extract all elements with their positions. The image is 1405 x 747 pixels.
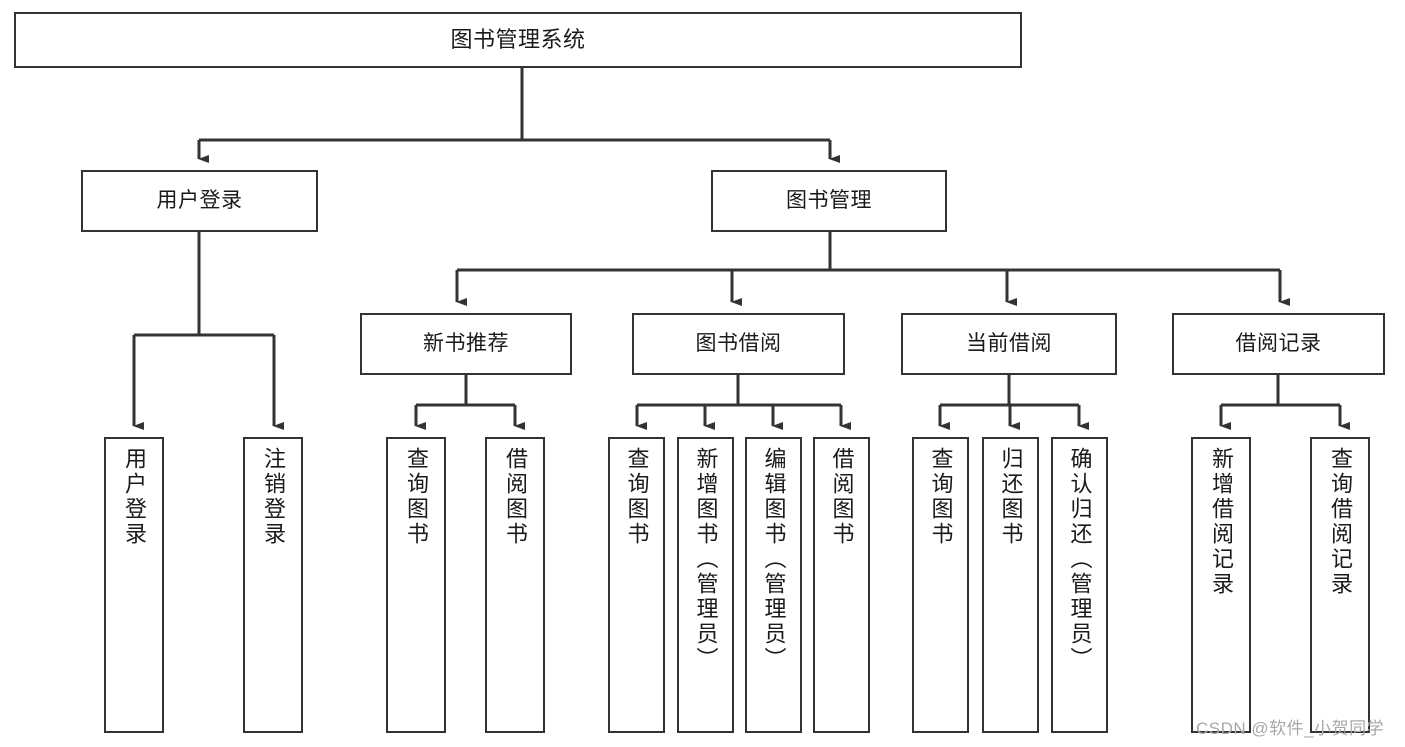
node-borrow-record-label: 借阅记录 [1235, 331, 1322, 355]
node-leaf-add-record-label: 新增借阅记录 [1209, 447, 1234, 597]
node-leaf-logout-label: 注销登录 [261, 447, 286, 547]
node-leaf-edit-book[interactable]: 编辑图书（管理员） [745, 437, 802, 733]
node-leaf-query-book-3[interactable]: 查询图书 [912, 437, 969, 733]
node-user-login[interactable]: 用户登录 [81, 170, 318, 232]
node-leaf-query-book-1-label: 查询图书 [404, 447, 429, 547]
node-book-borrow-label: 图书借阅 [695, 331, 782, 355]
node-leaf-edit-book-label: 编辑图书（管理员） [761, 447, 787, 672]
node-leaf-confirm-return[interactable]: 确认归还（管理员） [1051, 437, 1108, 733]
node-leaf-query-book-1[interactable]: 查询图书 [386, 437, 446, 733]
node-book-manage[interactable]: 图书管理 [711, 170, 947, 232]
node-book-manage-label: 图书管理 [786, 188, 872, 212]
node-leaf-add-record[interactable]: 新增借阅记录 [1191, 437, 1251, 733]
node-leaf-borrow-book-2-label: 借阅图书 [829, 447, 855, 547]
node-current-borrow[interactable]: 当前借阅 [901, 313, 1117, 375]
node-root[interactable]: 图书管理系统 [14, 12, 1022, 68]
node-leaf-query-record-label: 查询借阅记录 [1328, 447, 1353, 597]
node-leaf-query-book-3-label: 查询图书 [928, 447, 954, 547]
node-root-label: 图书管理系统 [450, 27, 586, 53]
node-leaf-query-book-2-label: 查询图书 [624, 447, 650, 547]
node-borrow-record[interactable]: 借阅记录 [1172, 313, 1385, 375]
node-leaf-user-login-label: 用户登录 [122, 447, 147, 547]
node-leaf-query-book-2[interactable]: 查询图书 [608, 437, 665, 733]
node-leaf-query-record[interactable]: 查询借阅记录 [1310, 437, 1370, 733]
node-new-book-rec[interactable]: 新书推荐 [360, 313, 572, 375]
node-leaf-confirm-return-label: 确认归还（管理员） [1067, 447, 1093, 672]
node-leaf-add-book[interactable]: 新增图书（管理员） [677, 437, 734, 733]
node-current-borrow-label: 当前借阅 [966, 331, 1052, 355]
node-leaf-borrow-book-2[interactable]: 借阅图书 [813, 437, 870, 733]
node-leaf-logout[interactable]: 注销登录 [243, 437, 303, 733]
node-leaf-add-book-label: 新增图书（管理员） [693, 447, 719, 672]
watermark-text: CSDN @软件_小贺同学 [1196, 719, 1385, 738]
node-leaf-borrow-book-1-label: 借阅图书 [503, 447, 528, 547]
node-leaf-return-book[interactable]: 归还图书 [982, 437, 1039, 733]
node-leaf-borrow-book-1[interactable]: 借阅图书 [485, 437, 545, 733]
node-leaf-return-book-label: 归还图书 [998, 447, 1024, 547]
node-leaf-user-login[interactable]: 用户登录 [104, 437, 164, 733]
node-user-login-label: 用户登录 [156, 188, 243, 212]
node-new-book-rec-label: 新书推荐 [423, 331, 509, 355]
node-book-borrow[interactable]: 图书借阅 [632, 313, 845, 375]
